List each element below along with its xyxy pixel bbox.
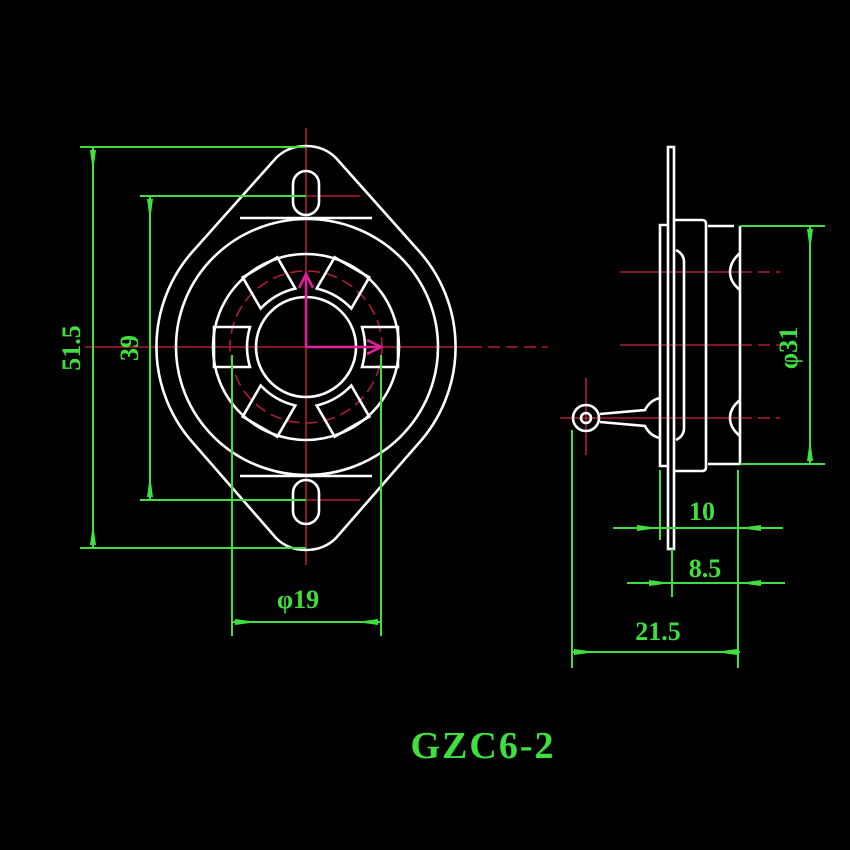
- dim-total-depth-label: 21.5: [635, 617, 681, 646]
- side-view: φ31 10 8.5 21.5: [560, 145, 825, 668]
- mounting-plate: [666, 145, 676, 551]
- solder-lug-eye: [571, 403, 601, 433]
- solder-lug: [599, 396, 661, 440]
- side-dimensions: φ31 10 8.5 21.5: [571, 225, 825, 668]
- dim-mounting-holes-label: 39: [115, 335, 144, 361]
- dim-depth-8-5-label: 8.5: [689, 554, 722, 583]
- mounting-slot-bottom: [291, 478, 321, 526]
- pin-contacts: [212, 255, 400, 439]
- front-view: 51.5 39 φ19: [57, 128, 548, 636]
- side-outline: [571, 145, 742, 551]
- front-dimensions: 51.5 39 φ19: [57, 146, 382, 636]
- drawing-title: GZC6-2: [411, 725, 556, 767]
- dim-overall-height-label: 51.5: [57, 325, 86, 371]
- axis-marker: [297, 271, 384, 356]
- dim-depth-10-label: 10: [689, 497, 715, 526]
- mounting-slot-top: [291, 169, 321, 217]
- dim-center-hole-label: φ19: [277, 585, 319, 614]
- dim-body-diameter-label: φ31: [774, 327, 803, 369]
